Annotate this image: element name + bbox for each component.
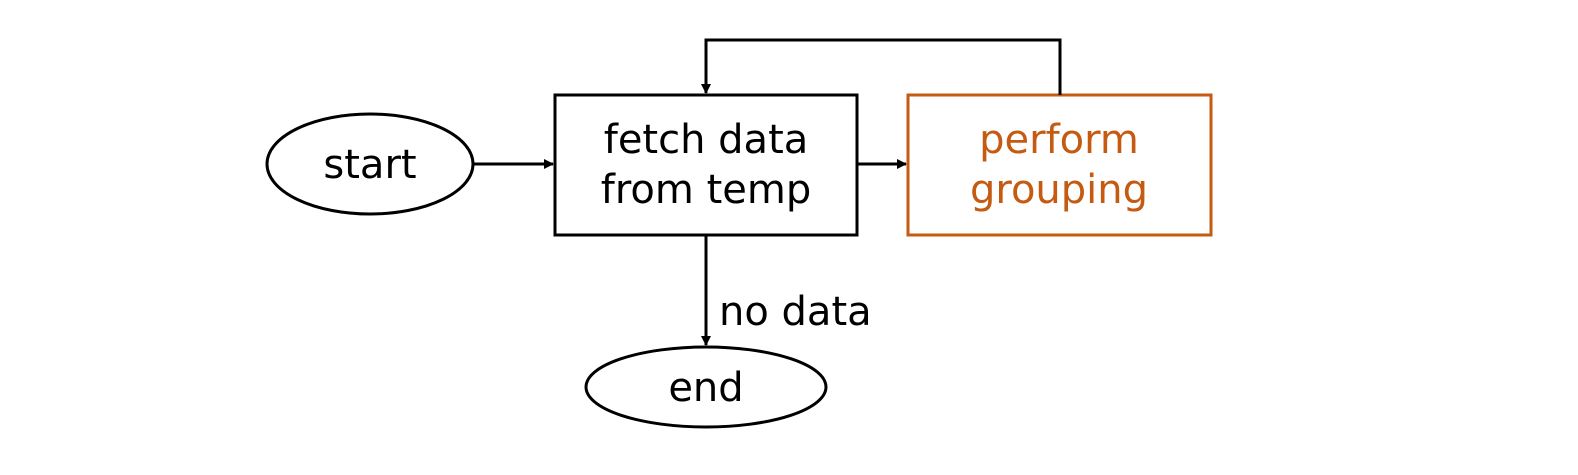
- perform-grouping-label-line2: grouping: [970, 167, 1148, 213]
- edge-no-data-label: no data: [719, 289, 872, 335]
- end-label: end: [668, 365, 743, 411]
- fetch-data-box: [553, 93, 859, 237]
- start-node: start: [265, 112, 475, 216]
- edge-grouping-loop-to-fetch: [701, 38, 1062, 95]
- perform-grouping-label-line1: perform: [979, 117, 1139, 163]
- start-label: start: [323, 142, 416, 188]
- perform-grouping-node: perform grouping: [906, 93, 1213, 237]
- end-ellipse: [584, 345, 828, 429]
- fetch-data-label-line2: from temp: [601, 167, 811, 213]
- fetch-data-node: fetch data from temp: [553, 93, 859, 237]
- perform-grouping-box: [906, 93, 1213, 237]
- end-node: end: [584, 345, 828, 429]
- fetch-data-label-line1: fetch data: [604, 117, 809, 163]
